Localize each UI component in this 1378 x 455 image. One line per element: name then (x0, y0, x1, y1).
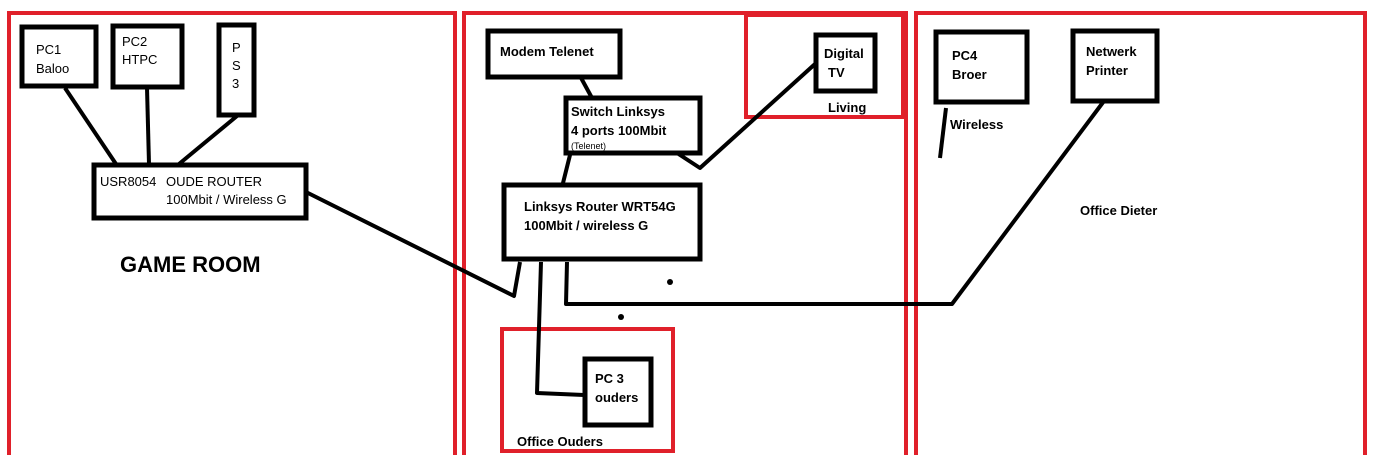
ps3-letter: P (232, 40, 241, 55)
room-office-ouders (500, 327, 675, 453)
dot (667, 279, 673, 285)
wire-modem-switch (578, 75, 594, 99)
device-old-router[interactable]: USR8054 OUDE ROUTER 100Mbit / Wireless G (91, 162, 309, 221)
device-modem[interactable]: Modem Telenet (485, 28, 623, 80)
pc1-sublabel: Baloo (36, 61, 69, 76)
room-office-dieter (914, 11, 1367, 455)
device-pc3[interactable]: PC 3 ouders (582, 356, 654, 428)
tv-label: Digital (824, 46, 864, 61)
pc1-label: PC1 (36, 42, 61, 57)
switch-spec: 4 ports 100Mbit (571, 123, 667, 138)
dot (618, 314, 624, 320)
room-label-office-dieter: Office Dieter (1080, 203, 1157, 218)
device-pc1[interactable]: PC1 Baloo (19, 24, 99, 89)
pc2-sublabel: HTPC (122, 52, 157, 67)
printer-label: Netwerk (1086, 44, 1137, 59)
room-label-living: Living (828, 100, 866, 115)
old-router-model: USR8054 (100, 174, 156, 189)
pc3-sublabel: ouders (595, 390, 638, 405)
wire-pc2-router (145, 87, 151, 165)
ps3-letter: S (232, 58, 241, 73)
pc2-label: PC2 (122, 34, 147, 49)
wireless-label: Wireless (950, 117, 1003, 132)
device-switch[interactable]: Switch Linksys 4 ports 100Mbit (Telenet) (563, 95, 703, 156)
tv-sublabel: TV (828, 65, 845, 80)
wires (63, 62, 1106, 397)
device-ps3[interactable]: P S 3 (216, 22, 257, 118)
switch-note: (Telenet) (571, 141, 606, 151)
ps3-letter: 3 (232, 76, 239, 91)
printer-sublabel: Printer (1086, 63, 1128, 78)
room-living (744, 13, 905, 119)
pc4-label: PC4 (952, 48, 978, 63)
modem-label: Modem Telenet (500, 44, 594, 59)
wire-ps3-router (177, 114, 239, 166)
wire-switch-wrt (561, 154, 572, 184)
room-label-office-ouders: Office Ouders (517, 434, 603, 449)
device-digital-tv[interactable]: Digital TV (813, 32, 878, 94)
device-pc2[interactable]: PC2 HTPC (110, 23, 185, 90)
wire-pc4-wireless (938, 107, 948, 159)
router-spec: 100Mbit / wireless G (524, 218, 648, 233)
old-router-name: OUDE ROUTER (166, 174, 262, 189)
router-label: Linksys Router WRT54G (524, 199, 676, 214)
pc3-label: PC 3 (595, 371, 624, 386)
old-router-spec: 100Mbit / Wireless G (166, 192, 287, 207)
pc4-sublabel: Broer (952, 67, 987, 82)
device-printer[interactable]: Netwerk Printer (1070, 28, 1160, 104)
wire-switch-tv (675, 62, 817, 170)
wire-wrt-printer (564, 99, 1106, 306)
room-middle (462, 11, 908, 455)
wire-oldrouter-wrt (305, 190, 522, 298)
wire-wrt-pc3 (535, 261, 585, 397)
device-wrt54g[interactable]: Linksys Router WRT54G 100Mbit / wireless… (501, 182, 703, 262)
switch-label: Switch Linksys (571, 104, 665, 119)
room-game-room (7, 11, 457, 455)
wire-pc1-router (63, 86, 120, 169)
device-pc4[interactable]: PC4 Broer (933, 29, 1030, 105)
room-label-game-room: GAME ROOM (120, 252, 261, 277)
